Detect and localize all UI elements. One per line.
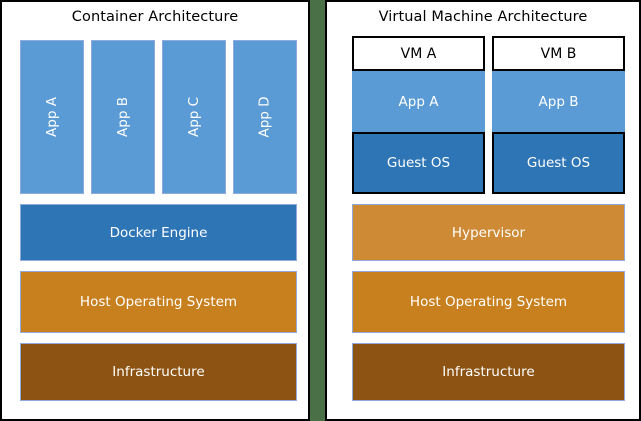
vm-b-app-label: App B (538, 93, 579, 110)
vm-panel-title: Virtual Machine Architecture (378, 9, 588, 25)
vm-a-app-label: App A (398, 93, 439, 110)
vm-infrastructure-box: Infrastructure (352, 343, 625, 401)
vm-a-app-box: App A (352, 71, 485, 132)
container-host-os-box: Host Operating System (20, 271, 297, 333)
container-app-c-box: App C (162, 40, 226, 194)
container-app-a-label: App A (44, 97, 60, 137)
vm-infrastructure-label: Infrastructure (442, 364, 535, 380)
hypervisor-box: Hypervisor (352, 204, 625, 261)
vm-b-app-box: App B (492, 71, 625, 132)
container-infrastructure-label: Infrastructure (112, 364, 205, 380)
panel-divider (308, 0, 327, 421)
container-architecture-panel: Container Architecture App A App B App C… (0, 0, 308, 421)
vm-a-header-label: VM A (400, 45, 437, 62)
container-host-os-label: Host Operating System (79, 294, 238, 310)
container-app-b-box: App B (91, 40, 155, 194)
vm-b-guest-os-box: Guest OS (492, 132, 625, 194)
vm-host-os-label: Host Operating System (409, 294, 568, 310)
docker-engine-label: Docker Engine (109, 224, 208, 241)
container-app-b-label: App B (115, 97, 131, 137)
container-panel-title: Container Architecture (71, 9, 239, 25)
container-app-c-label: App C (186, 96, 202, 138)
vm-b-header-box: VM B (492, 36, 625, 71)
vm-architecture-panel: Virtual Machine Architecture VM A App A … (327, 0, 641, 421)
vm-a-guest-os-box: Guest OS (352, 132, 485, 194)
container-app-d-label: App D (257, 96, 273, 138)
vm-b-guest-os-label: Guest OS (526, 155, 591, 171)
vm-a-header-box: VM A (352, 36, 485, 71)
container-app-d-box: App D (233, 40, 297, 194)
container-app-a-box: App A (20, 40, 84, 194)
container-infrastructure-box: Infrastructure (20, 343, 297, 401)
vm-b-header-label: VM B (540, 45, 577, 62)
hypervisor-label: Hypervisor (451, 224, 526, 241)
vm-host-os-box: Host Operating System (352, 271, 625, 333)
vm-a-guest-os-label: Guest OS (386, 155, 451, 171)
docker-engine-box: Docker Engine (20, 204, 297, 261)
